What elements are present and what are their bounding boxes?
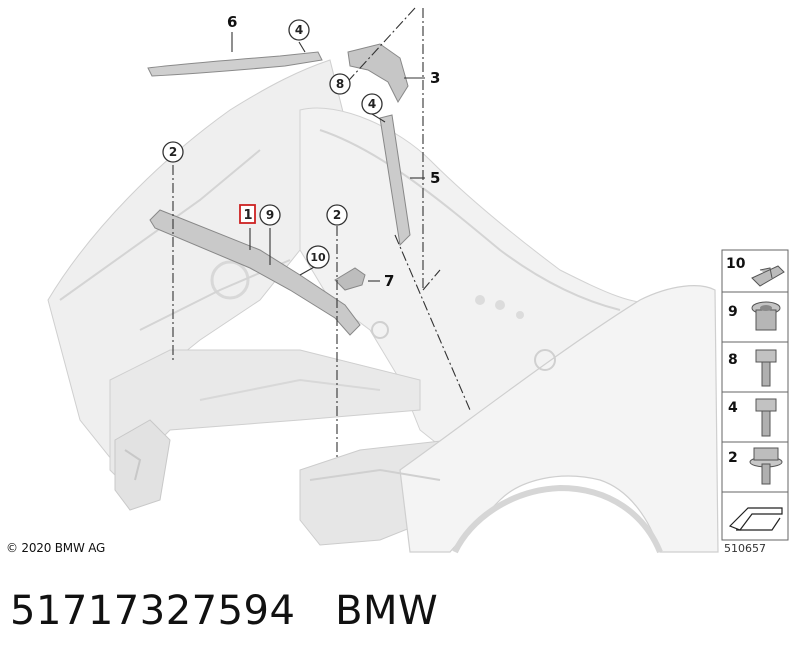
car-body-structure — [47, 59, 719, 554]
parts-diagram: 6 4 8 3 4 5 2 1 — [47, 7, 789, 554]
callout-6-label: 6 — [227, 13, 237, 31]
callout-5-label: 5 — [430, 169, 440, 187]
callout-4-second-label: 4 — [368, 97, 376, 111]
fastener-legend: 10 9 8 4 — [721, 249, 789, 541]
clip-nut-icon — [751, 265, 785, 287]
callout-1-label: 1 — [243, 208, 252, 223]
parts-group — [147, 43, 411, 336]
part-number: 51717327594 — [10, 588, 296, 634]
solid-leaders — [231, 32, 425, 282]
callout-4-top: 4 — [288, 19, 310, 41]
brand-name: BMW — [335, 588, 439, 634]
legend-num-4: 4 — [728, 400, 738, 416]
callout-2-center-label: 2 — [333, 208, 341, 222]
callout-9: 9 — [259, 204, 281, 226]
callout-4-second: 4 — [361, 93, 383, 115]
callout-9-label: 9 — [266, 208, 274, 222]
callout-2-center: 2 — [326, 204, 348, 226]
front-direction-icon — [728, 507, 783, 531]
legend-num-10: 10 — [726, 256, 746, 272]
part-caption: 51717327594 BMW — [10, 588, 438, 634]
callouts: 6 4 8 3 4 5 2 1 — [162, 13, 440, 290]
callout-10: 10 — [306, 245, 330, 269]
legend-num-2: 2 — [728, 450, 738, 466]
legend-row-expanding-nut: 9 — [728, 301, 781, 331]
flange-bolt-icon — [749, 447, 783, 485]
legend-num-9: 9 — [728, 304, 738, 320]
legend-row-bolt-2: 2 — [728, 447, 783, 485]
callout-7-label: 7 — [384, 272, 394, 290]
drawing-number: 510657 — [724, 542, 766, 555]
callout-8-label: 8 — [336, 77, 344, 91]
callout-4-top-label: 4 — [295, 23, 303, 37]
expanding-nut-icon — [751, 301, 781, 331]
callout-2-left: 2 — [162, 141, 184, 163]
callout-10-label: 10 — [310, 251, 326, 264]
callout-2-left-label: 2 — [169, 145, 177, 159]
callout-3-label: 3 — [430, 69, 440, 87]
legend-row-bolt-4: 4 — [728, 398, 777, 437]
hex-bolt-icon — [755, 398, 777, 437]
copyright-notice: © 2020 BMW AG — [6, 541, 106, 555]
hex-bolt-icon — [755, 349, 777, 387]
callout-1-highlight: 1 — [239, 204, 256, 224]
leader-lines — [172, 7, 471, 460]
legend-row-clip-nut: 10 — [726, 256, 785, 287]
legend-row-bolt-8: 8 — [728, 349, 777, 387]
legend-num-8: 8 — [728, 352, 738, 368]
callout-8: 8 — [329, 73, 351, 95]
